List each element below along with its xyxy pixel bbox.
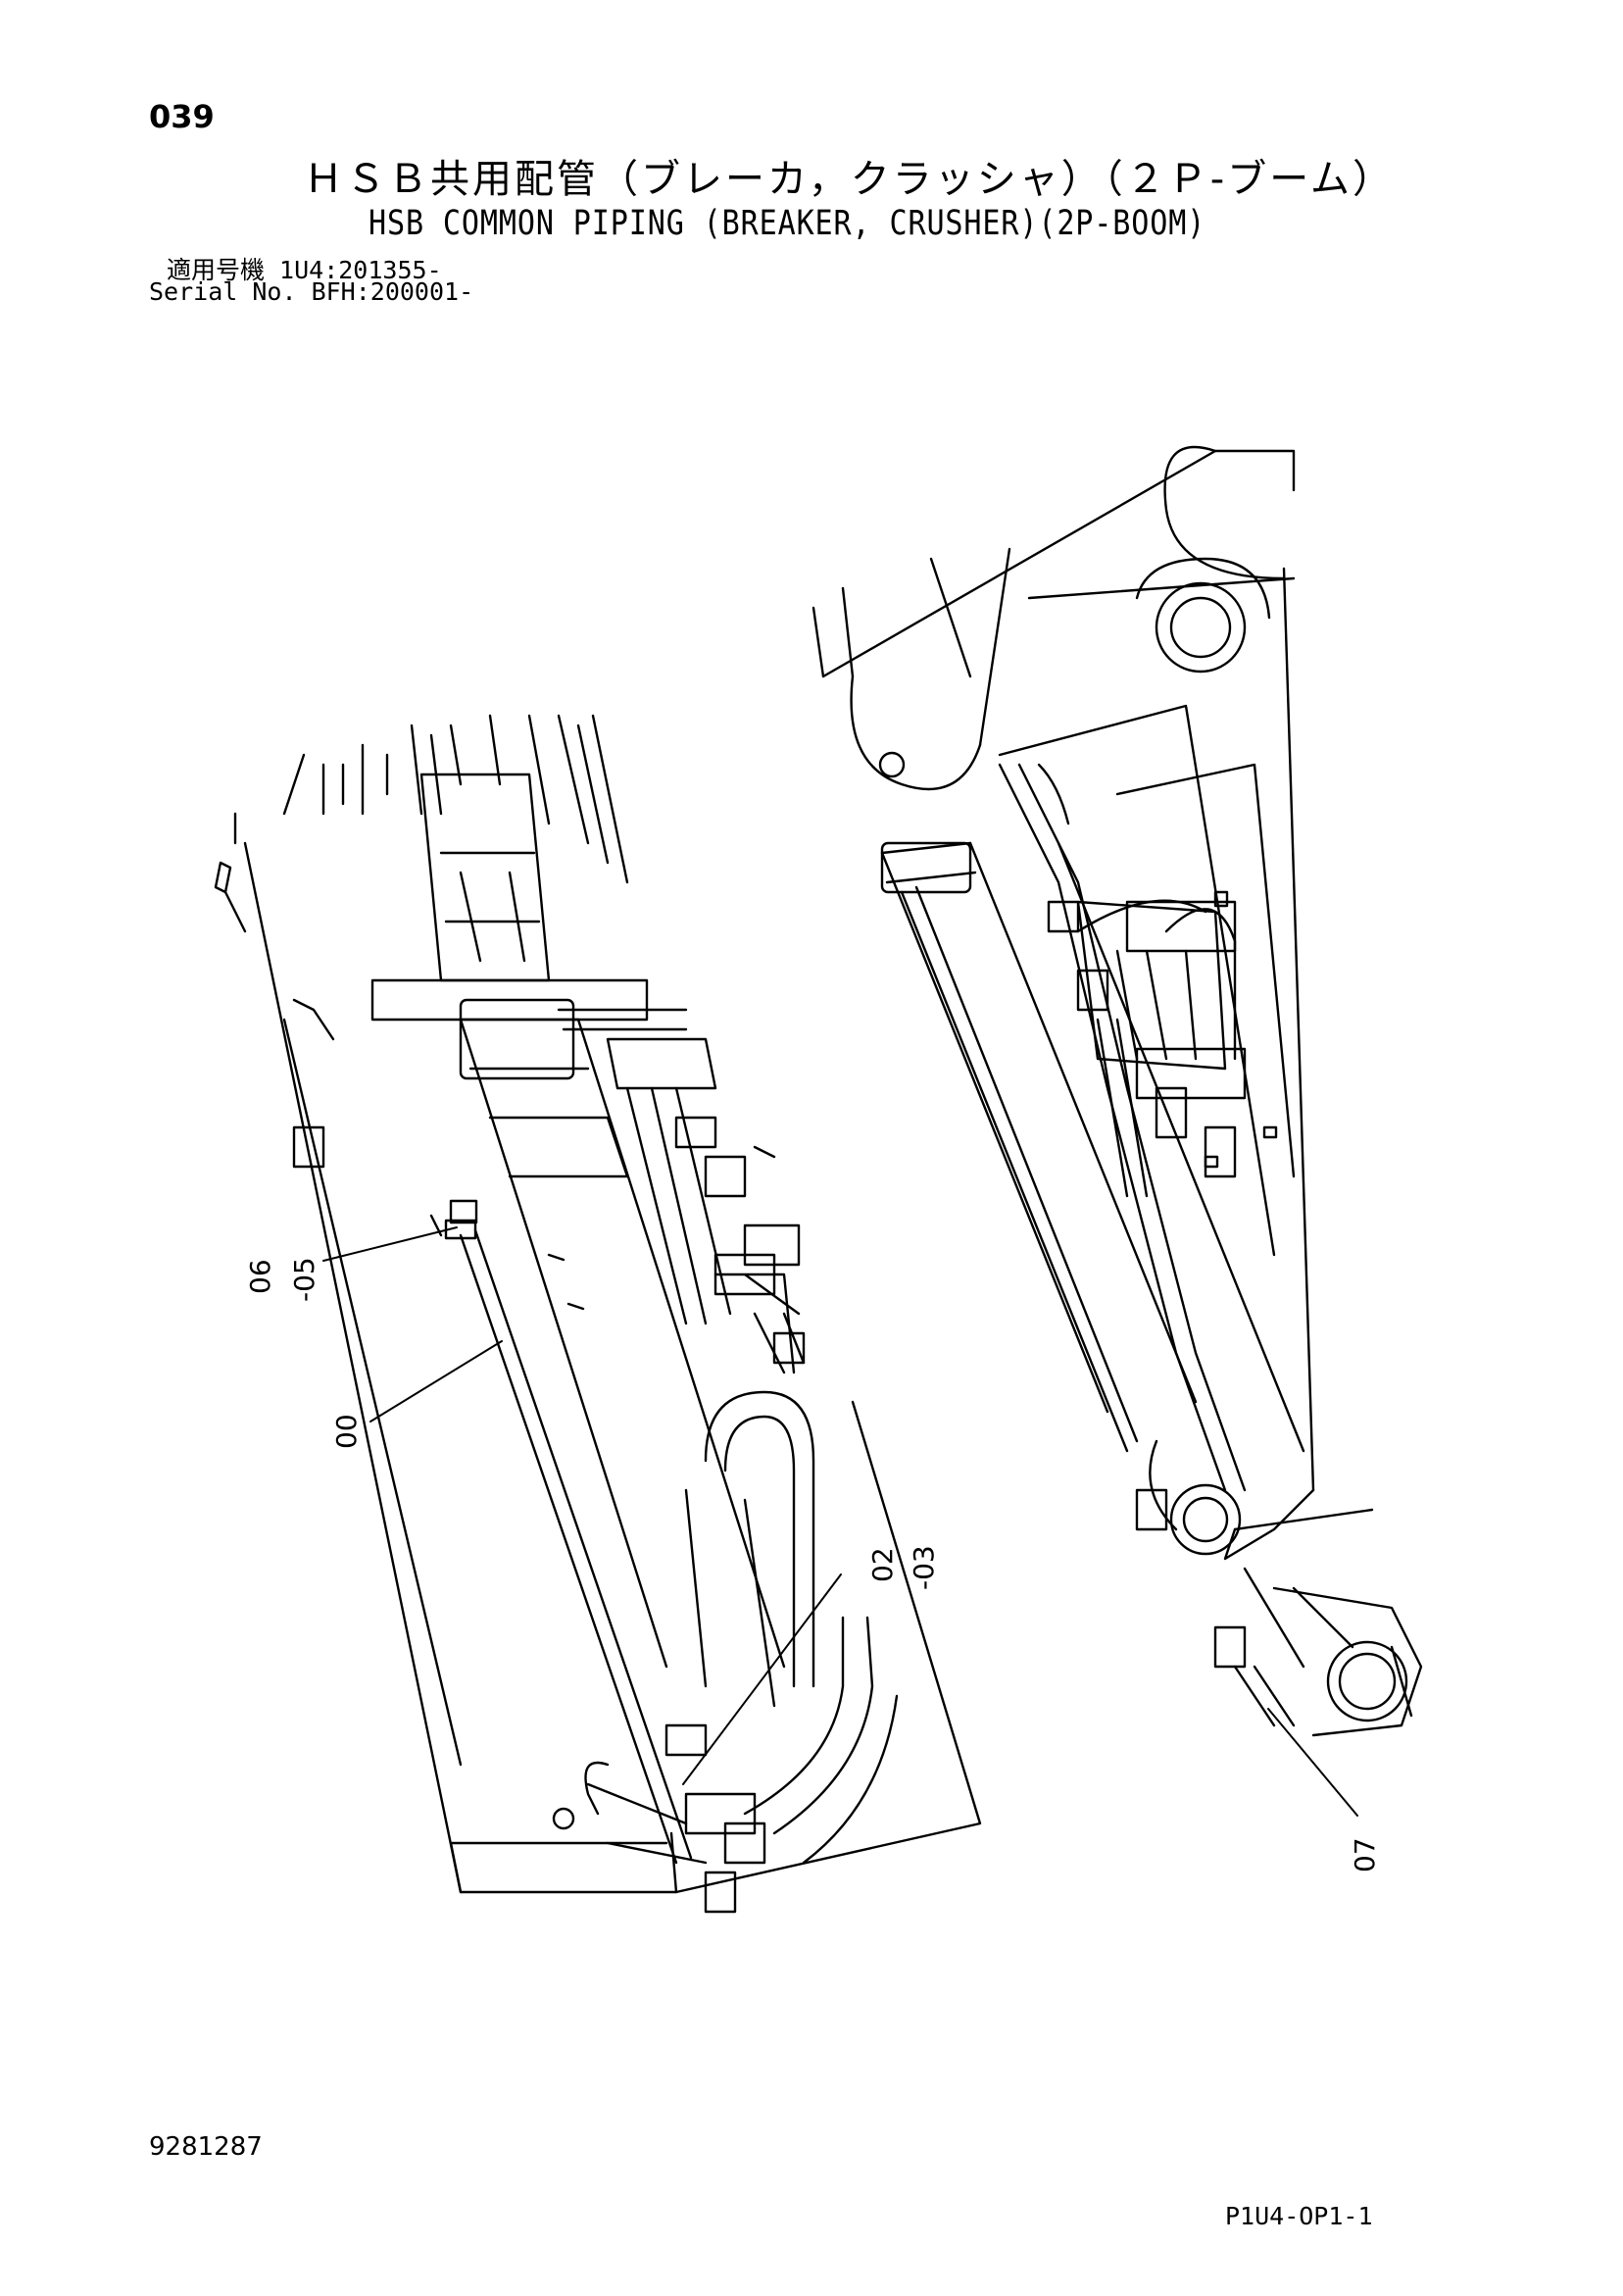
title-english: HSB COMMON PIPING (BREAKER, CRUSHER)(2P-… <box>369 204 1206 243</box>
callout-leaders <box>322 1226 1358 1817</box>
left-boom-assembly <box>214 714 982 1914</box>
page-code: P1U4-OP1-1 <box>1225 2202 1373 2230</box>
right-boom-assembly <box>812 445 1423 1737</box>
leader-00 <box>369 1340 503 1423</box>
callout-03: -03 <box>908 1545 940 1590</box>
callout-07: 07 <box>1349 1837 1381 1872</box>
serial-english: Serial No. BFH:200001- <box>149 277 474 306</box>
serial-japanese: 適用号機 1U4:201355- <box>167 256 442 284</box>
page-number: 039 <box>149 98 215 135</box>
title-japanese: ＨＳＢ共用配管（ブレーカ，クラッシャ）（２Ｐ-ブーム） <box>304 157 1396 202</box>
drawing-number: 9281287 <box>149 2132 263 2162</box>
callout-02: 02 <box>866 1547 899 1582</box>
leader-02-03 <box>682 1573 842 1785</box>
callout-05: -05 <box>288 1257 320 1302</box>
callout-06: 06 <box>244 1259 276 1294</box>
callout-00: 00 <box>330 1414 363 1449</box>
leader-06-05 <box>322 1226 458 1262</box>
leader-07 <box>1267 1708 1358 1817</box>
callout-labels: 06 -05 00 02 -03 07 <box>244 1257 1381 1872</box>
